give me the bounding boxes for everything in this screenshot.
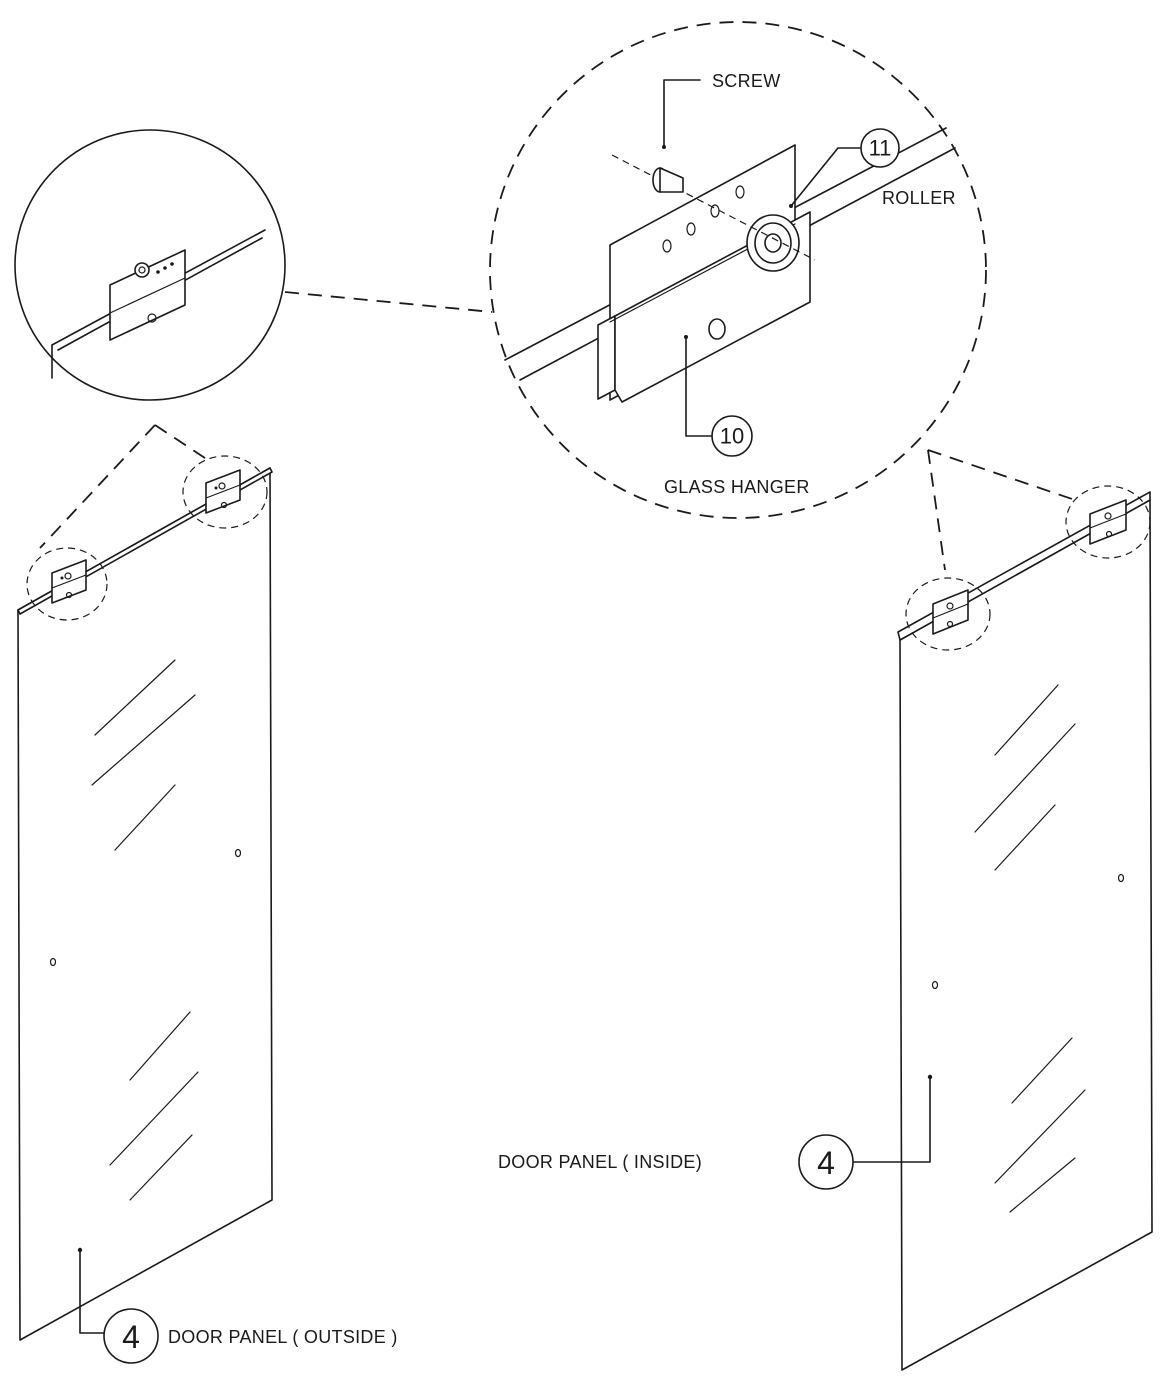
screw-part — [611, 145, 816, 261]
panel-inside-number-bubble — [798, 1134, 854, 1190]
panel-outside-number-bubble — [103, 1308, 159, 1364]
roller-number-leader — [790, 147, 861, 207]
leader-small-to-right-hanger — [154, 424, 209, 461]
detail-circle-large — [489, 21, 987, 519]
screw-label: SCREW — [712, 71, 781, 91]
leader-small-to-left-hanger — [39, 424, 156, 549]
leader-large-to-right-hanger-a — [927, 449, 946, 571]
hanger-inside-left — [932, 589, 969, 635]
hanger-number-leader — [685, 336, 713, 437]
hanger-outside-right — [205, 469, 241, 514]
hanger-inside-right — [1089, 499, 1127, 545]
hanger-outside-left — [51, 559, 87, 604]
leader-large-to-right-hanger-b — [927, 449, 1076, 501]
panel-outside-number: 4 — [122, 1319, 140, 1355]
panel-inside-leader — [853, 1076, 931, 1163]
roller-number: 11 — [869, 136, 892, 161]
hanger-number: 10 — [720, 424, 744, 449]
glass-hanger-part — [597, 144, 811, 403]
door-panel-inside-label: DOOR PANEL ( INSIDE) — [498, 1152, 702, 1172]
hanger-number-bubble — [711, 415, 753, 457]
door-panel-outside — [17, 455, 273, 1341]
panel-inside-number: 4 — [817, 1145, 835, 1181]
screw-leader — [663, 79, 701, 148]
door-panel-outside-label: DOOR PANEL ( OUTSIDE ) — [168, 1327, 398, 1347]
door-panel-inside — [897, 485, 1153, 1371]
roller-number-bubble — [860, 128, 900, 168]
detail-circle-small — [14, 129, 286, 401]
leader-small-to-large — [284, 291, 493, 313]
panel-outside-leader — [79, 1249, 105, 1334]
glass-hanger-label: GLASS HANGER — [664, 477, 810, 497]
roller-label: ROLLER — [882, 188, 956, 208]
